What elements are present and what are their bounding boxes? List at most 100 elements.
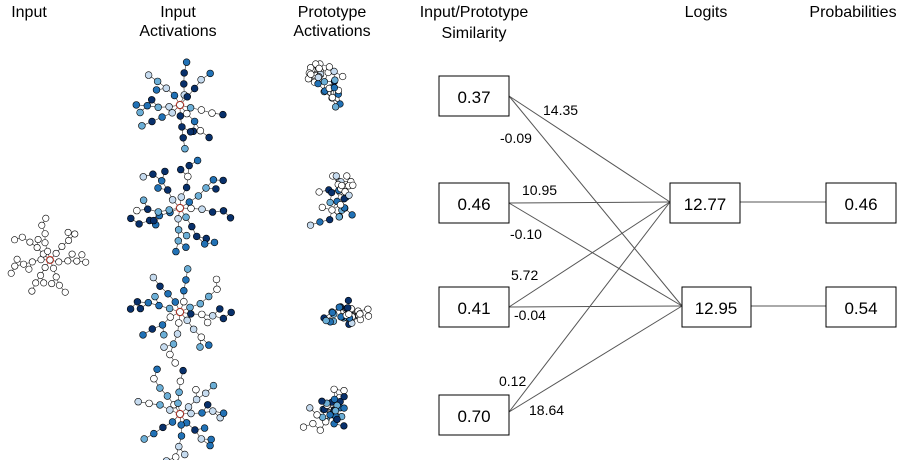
graph-node — [344, 296, 353, 305]
graph-node — [196, 300, 205, 308]
graph-node — [209, 176, 218, 184]
graph-node — [190, 84, 199, 93]
graph-node — [144, 299, 153, 307]
graph-node — [328, 309, 337, 317]
graph-node — [64, 228, 72, 236]
graph-node — [187, 310, 195, 318]
header-prototype-activations-line2: Activations — [293, 23, 370, 40]
graph-node — [207, 435, 215, 444]
graph-node — [219, 207, 228, 215]
graph-node — [336, 201, 345, 209]
graph-node — [203, 318, 212, 327]
graph-node — [171, 298, 180, 306]
graph-node — [11, 236, 19, 244]
graph-node — [164, 290, 172, 298]
graph-node — [205, 341, 213, 349]
graph-node — [154, 184, 162, 192]
graph-node — [133, 298, 142, 306]
center-node — [46, 256, 54, 264]
input-activation-graph — [132, 58, 227, 153]
prototype-activation-graph — [304, 60, 347, 111]
center-node — [176, 308, 184, 316]
graph-node — [314, 73, 322, 81]
header-probabilities: Probabilities — [809, 4, 896, 21]
logit-box: 12.77 — [669, 182, 741, 224]
graph-node — [182, 231, 191, 240]
graph-node — [213, 285, 221, 293]
graph-node — [180, 69, 188, 77]
graph-node — [205, 292, 213, 301]
similarity-value: 0.46 — [457, 195, 490, 214]
weight-label: 14.35 — [543, 102, 578, 118]
graph-node — [65, 237, 73, 245]
graph-node — [160, 331, 168, 339]
graph-node — [153, 77, 162, 86]
graph-node — [168, 418, 177, 426]
graph-node — [159, 423, 167, 432]
graph-node — [206, 69, 214, 78]
graph-node — [209, 407, 217, 415]
graph-node — [78, 251, 86, 259]
similarity-value: 0.70 — [457, 407, 490, 426]
graph-node — [320, 78, 329, 86]
graph-node — [179, 366, 187, 375]
probability-value: 0.54 — [844, 299, 877, 318]
graph-node — [189, 325, 198, 333]
header-similarity-line2: Similarity — [442, 25, 507, 42]
graph-node — [328, 189, 336, 197]
probability-box: 0.54 — [825, 286, 897, 328]
graph-node — [314, 80, 322, 88]
graph-node — [183, 109, 191, 118]
graph-node — [182, 276, 190, 284]
edge-sim1-logit1 — [508, 202, 683, 307]
graph-node — [187, 409, 195, 418]
graph-node — [177, 421, 185, 429]
graph-node — [181, 450, 189, 459]
graph-node — [216, 305, 224, 313]
graph-node — [194, 192, 203, 200]
graph-node — [136, 304, 145, 313]
graph-node — [166, 350, 174, 359]
weight-label: 10.95 — [522, 182, 557, 198]
graph-node — [25, 265, 33, 273]
graph-node — [187, 204, 195, 213]
graph-node — [41, 239, 49, 247]
graph-node — [325, 63, 334, 71]
graph-node — [182, 183, 191, 192]
graph-node — [183, 316, 191, 324]
graph-node — [209, 312, 217, 320]
graph-node — [198, 310, 206, 319]
graph-node — [150, 375, 158, 383]
graph-node — [348, 211, 356, 219]
graph-node — [180, 287, 188, 295]
graph-node — [364, 305, 372, 313]
graph-node — [174, 226, 183, 234]
graph-node — [172, 453, 180, 460]
graph-node — [166, 406, 174, 414]
graph-node — [335, 303, 343, 311]
graph-node — [32, 279, 40, 287]
graph-node — [148, 117, 156, 126]
header-input: Input — [11, 4, 47, 21]
graph-node — [174, 215, 182, 223]
graph-node — [349, 181, 357, 189]
graph-node — [205, 133, 213, 142]
graph-node — [132, 101, 141, 109]
input-activation-graph — [126, 265, 235, 367]
weight-label: 18.64 — [529, 402, 564, 418]
graph-node — [152, 86, 161, 94]
graph-node — [181, 145, 189, 153]
graph-node — [331, 407, 340, 415]
graph-node — [180, 80, 188, 88]
center-node-ring — [175, 203, 185, 213]
graph-node — [186, 104, 195, 112]
graph-node — [345, 191, 353, 199]
similarity-box: 0.37 — [438, 75, 510, 117]
graph-node — [191, 426, 199, 434]
graph-node — [330, 84, 339, 92]
graph-node — [160, 343, 168, 351]
similarity-value: 0.41 — [457, 299, 490, 318]
input-graph — [7, 214, 90, 296]
graph-node — [328, 93, 337, 102]
graph-node — [326, 198, 334, 207]
